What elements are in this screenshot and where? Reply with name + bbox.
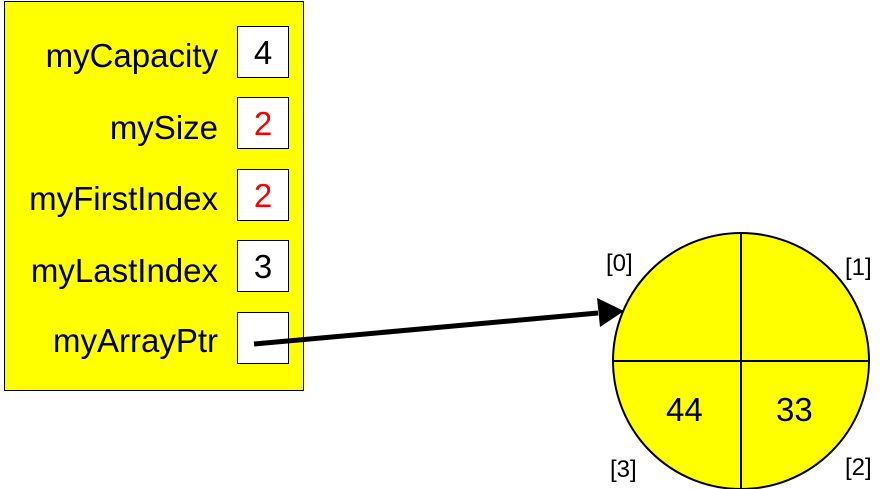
arrow-head-icon xyxy=(597,298,624,327)
field-value-myarrayptr xyxy=(237,312,289,364)
field-value-mycapacity: 4 xyxy=(237,26,289,78)
cell-value-3: 44 xyxy=(666,391,703,428)
field-value-mysize: 2 xyxy=(237,97,289,149)
field-value-myfirstindex: 2 xyxy=(237,169,289,221)
field-label-myarrayptr: myArrayPtr xyxy=(53,322,218,359)
object-panel: myCapacity 4 mySize 2 myFirstIndex 2 myL… xyxy=(4,1,304,391)
array-pointer-arrow xyxy=(253,310,599,347)
index-label-1: [1] xyxy=(845,254,872,281)
field-label-mycapacity: myCapacity xyxy=(45,37,218,74)
field-value-mylastindex: 3 xyxy=(237,240,289,292)
field-label-myfirstindex: myFirstIndex xyxy=(29,180,218,217)
index-label-3: [3] xyxy=(610,456,637,483)
index-label-0: [0] xyxy=(606,250,633,277)
cell-value-2: 33 xyxy=(776,391,813,428)
field-label-mylastindex: myLastIndex xyxy=(30,252,218,289)
field-label-mysize: mySize xyxy=(109,109,218,146)
index-label-2: [2] xyxy=(845,454,872,481)
